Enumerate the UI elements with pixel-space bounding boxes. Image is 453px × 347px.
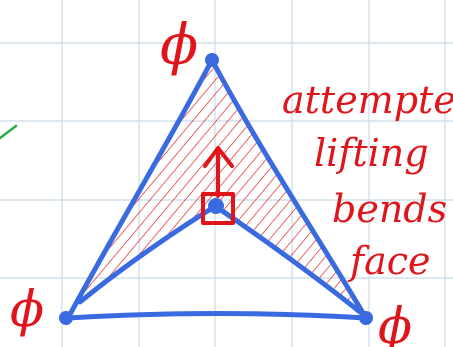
- vertex-top-label: ϕ: [160, 13, 198, 78]
- edge-bottom: [65, 311, 369, 321]
- edge-inner-right: [215, 205, 363, 315]
- triangle-edges: [65, 57, 369, 321]
- square-marker-icon: [201, 192, 235, 225]
- vertex-center-dot: [208, 198, 224, 214]
- vertex-right-dot: [359, 311, 373, 325]
- vertex-top-dot: [205, 53, 219, 67]
- up-arrow-icon: [203, 146, 234, 198]
- annotation-line-4: face: [347, 239, 431, 283]
- margin-mark: [0, 124, 18, 140]
- edge-top-right: [209, 57, 369, 321]
- vertex-left-label: ϕ: [10, 280, 44, 338]
- annotation-line-2: lifting: [314, 131, 429, 175]
- annotation-line-3: bends: [332, 187, 447, 231]
- vertex-right-label: ϕ: [378, 297, 412, 347]
- vertex-left-dot: [59, 311, 73, 325]
- annotation-line-1: attempted: [282, 78, 453, 122]
- vertices: [59, 53, 373, 325]
- edge-top-left: [65, 57, 215, 321]
